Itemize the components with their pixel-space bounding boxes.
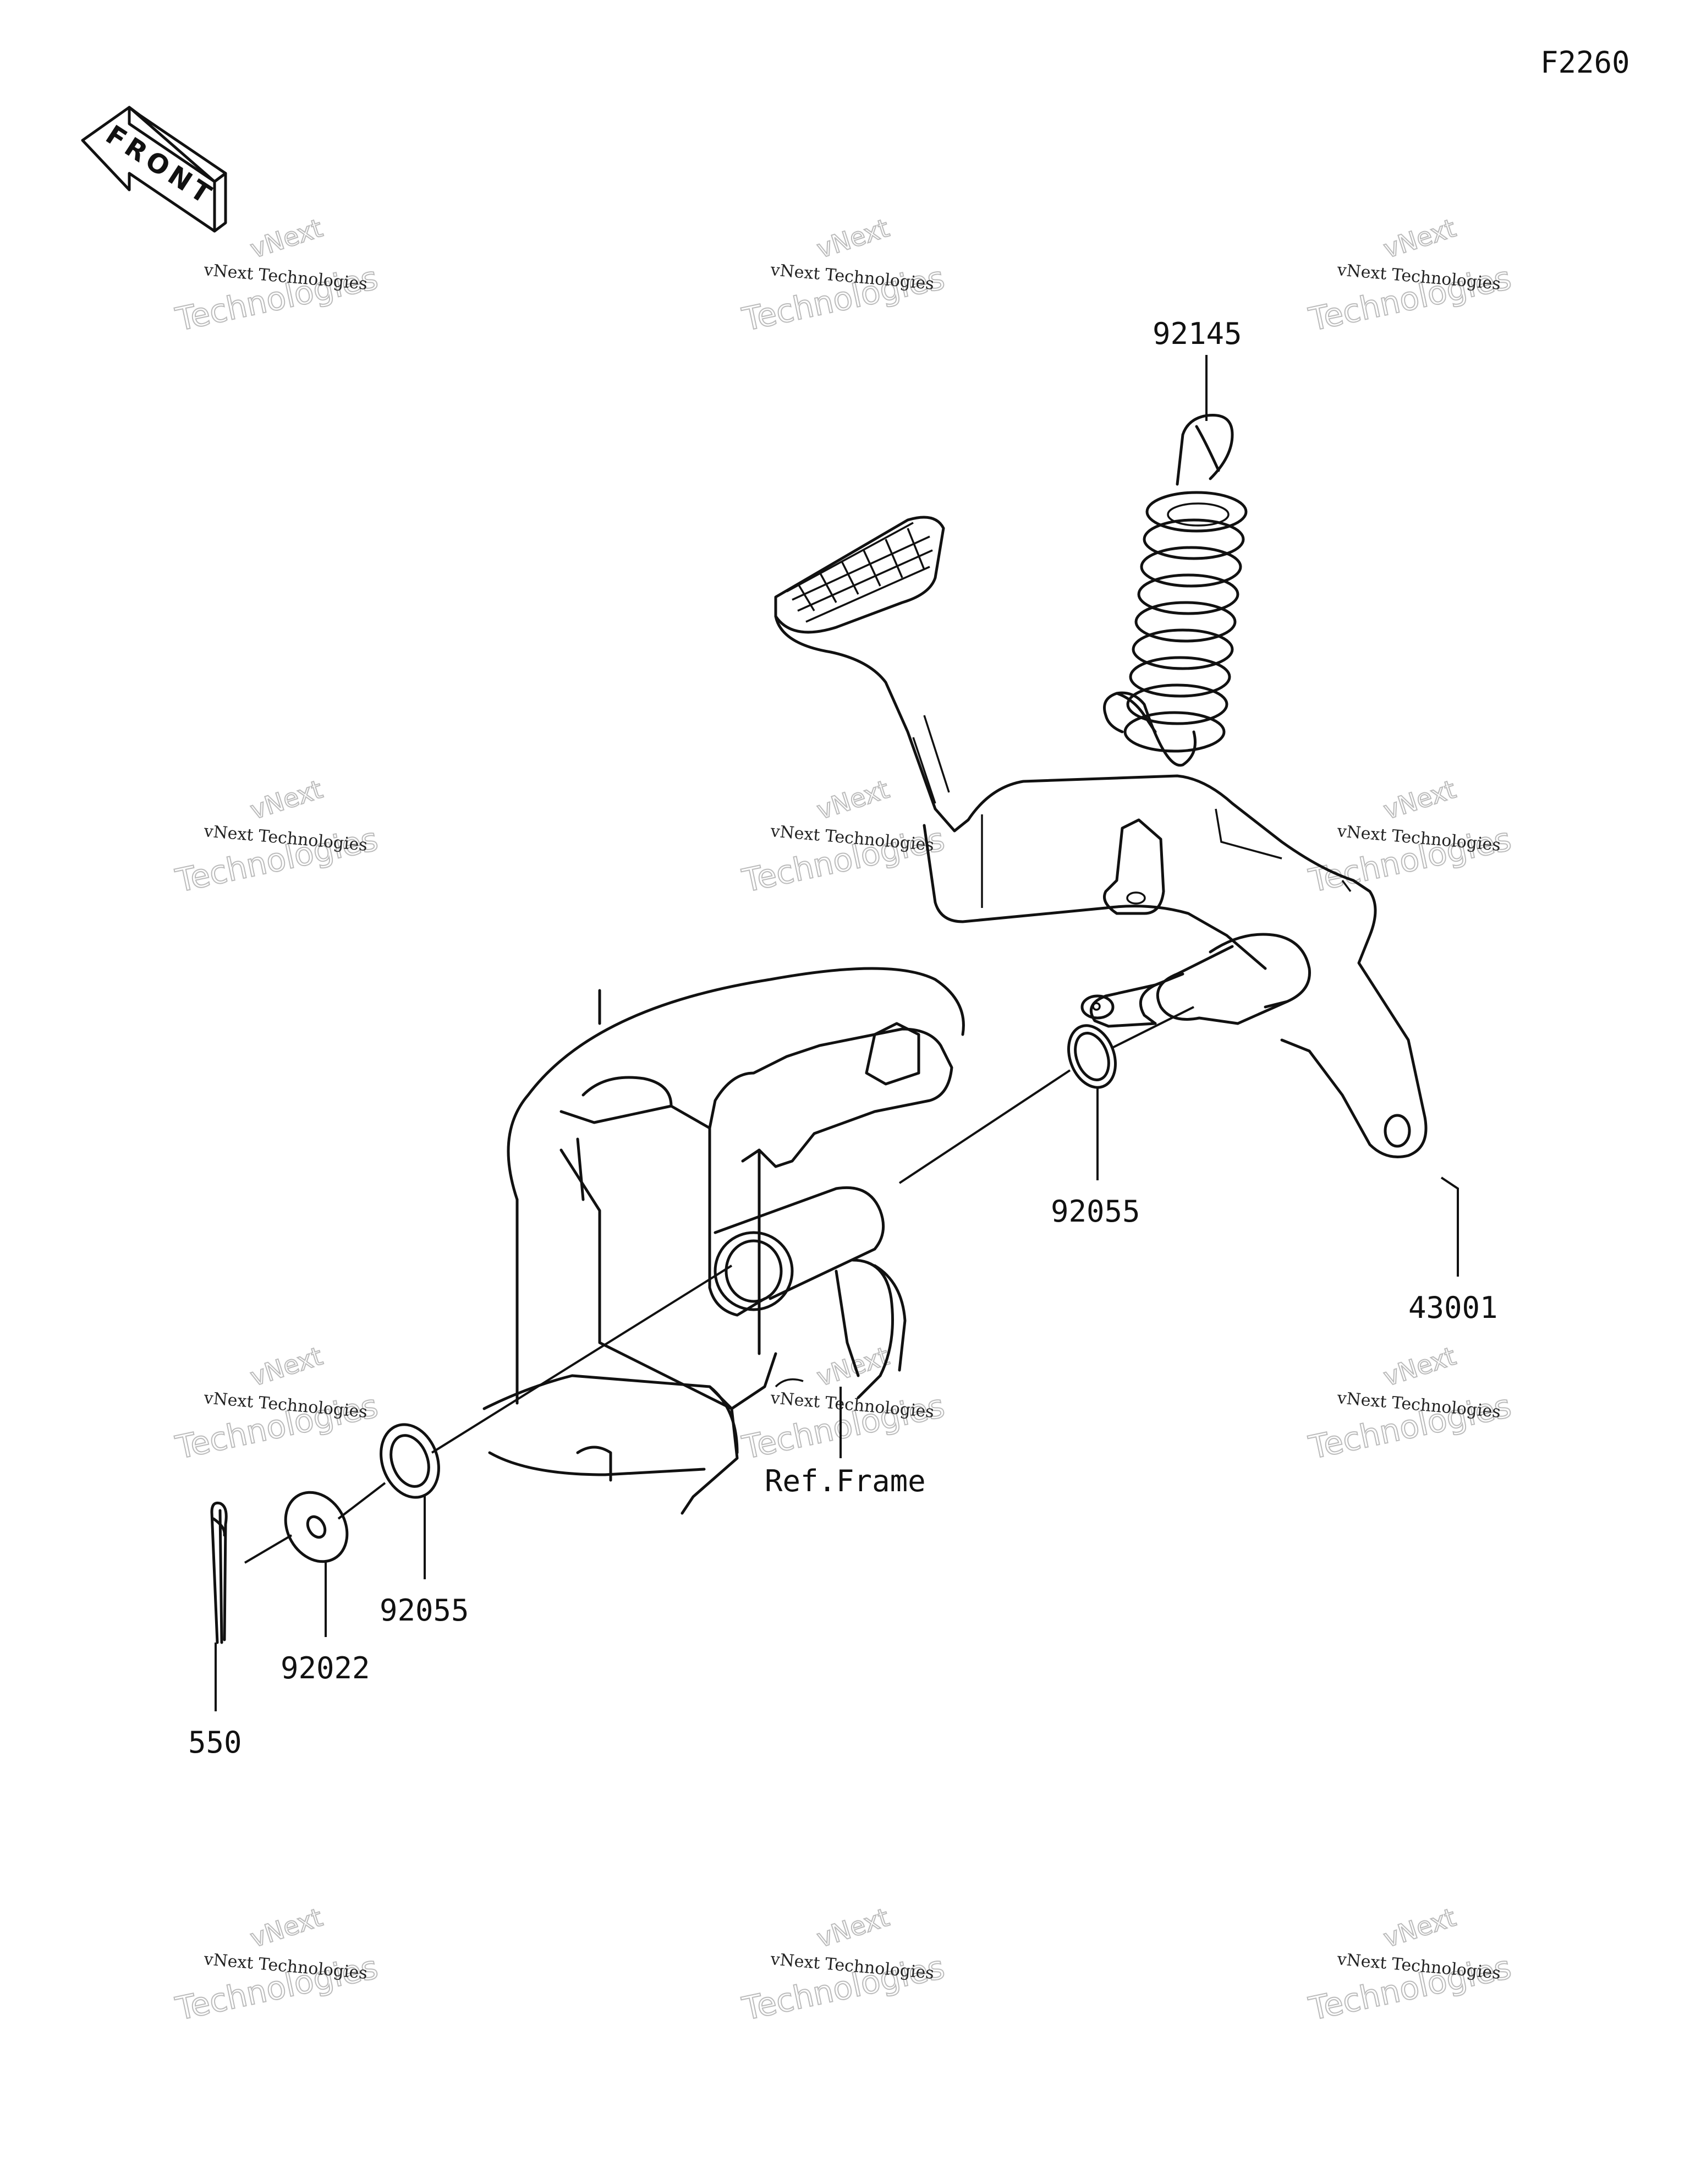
watermark: vNext Technologies vNext Technologies: [1305, 212, 1515, 339]
watermark: vNext Technologies vNext Technologies: [1305, 1902, 1515, 2028]
part-label-92022: 92022: [281, 1651, 370, 1685]
svg-text:vNext: vNext: [246, 1341, 326, 1392]
washer-92055-lower: [380, 1423, 440, 1499]
part-label-92055-lower: 92055: [380, 1593, 469, 1628]
assembly-lines: [244, 1006, 1194, 1564]
part-label-43001: 43001: [1408, 1290, 1498, 1325]
watermark: vNext Technologies vNext Technologies: [172, 1902, 382, 2028]
svg-text:vNext: vNext: [246, 774, 326, 825]
svg-text:vNext: vNext: [813, 1341, 893, 1392]
watermark: vNext Technologies vNext Technologies: [1305, 1340, 1515, 1467]
svg-text:vNext: vNext: [1380, 1341, 1459, 1392]
part-label-550: 550: [188, 1725, 242, 1760]
washer-92055-upper: [1067, 1024, 1117, 1089]
part-label-92055-upper: 92055: [1051, 1194, 1140, 1229]
frame-reference: [482, 967, 965, 1515]
watermark: vNext Technologies vNext Technologies: [1305, 774, 1515, 900]
cotter-pin-550: [210, 1501, 228, 1644]
watermark: vNext Technologies vNext Technologies: [172, 212, 382, 339]
watermark: vNext Technologies vNext Technologies: [738, 1340, 948, 1467]
return-spring: [1103, 413, 1248, 767]
diagram-id: F2260: [1540, 45, 1630, 80]
watermark: vNext Technologies vNext Technologies: [172, 774, 382, 900]
watermark: vNext Technologies vNext Technologies: [172, 1340, 382, 1467]
svg-text:vNext: vNext: [1380, 774, 1459, 825]
washer-92022: [284, 1491, 349, 1563]
svg-text:vNext: vNext: [1380, 1902, 1459, 1953]
front-arrow-icon: FRONT: [81, 106, 227, 233]
watermark-grid: vNext Technologies vNext Technologies vN…: [172, 212, 1515, 2028]
svg-text:vNext: vNext: [813, 774, 893, 825]
svg-text:vNext: vNext: [246, 213, 326, 264]
svg-text:vNext: vNext: [246, 1902, 326, 1953]
leader-lines: [215, 355, 1459, 1711]
watermark: vNext Technologies vNext Technologies: [738, 774, 948, 900]
svg-text:vNext: vNext: [813, 213, 893, 264]
svg-text:vNext: vNext: [1380, 213, 1459, 264]
watermark: vNext Technologies vNext Technologies: [738, 212, 948, 339]
brake-pedal: [774, 516, 1428, 1158]
svg-text:vNext: vNext: [813, 1902, 893, 1953]
ref-frame-label: Ref.Frame: [765, 1464, 926, 1498]
part-label-92145: 92145: [1153, 316, 1242, 351]
pedal-grip-pattern: [792, 528, 933, 623]
watermark: vNext Technologies vNext Technologies: [738, 1902, 948, 2028]
